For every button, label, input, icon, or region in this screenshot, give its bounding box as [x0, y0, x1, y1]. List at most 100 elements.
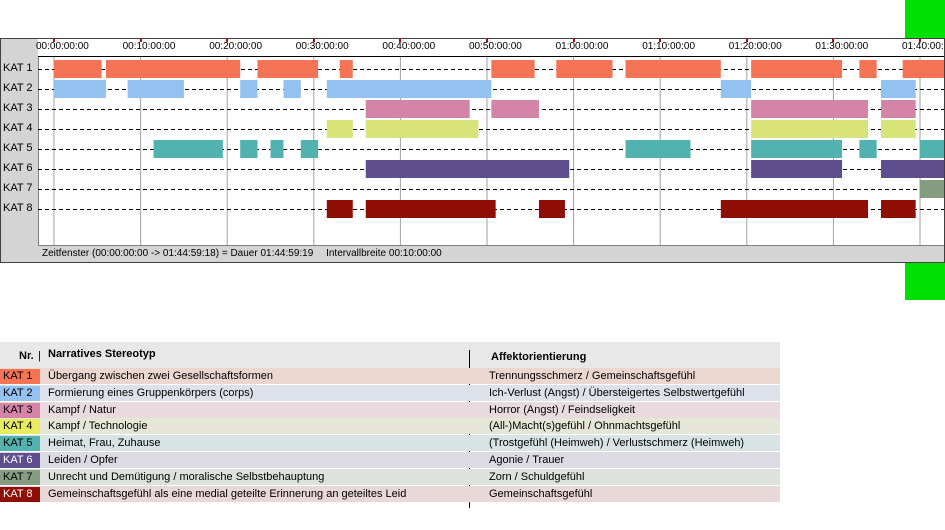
row-label: KAT 8: [3, 202, 33, 214]
segment-bar[interactable]: [881, 160, 944, 178]
header-nr: Nr.: [19, 350, 34, 362]
tick-marker: [832, 39, 835, 42]
segment-bar[interactable]: [326, 120, 353, 138]
tick-marker: [919, 39, 921, 42]
status-bar: Zeitfenster (00:00:00:00 -> 01:44:59:18)…: [38, 245, 944, 262]
tracks-canvas: [38, 57, 944, 245]
segment-bar[interactable]: [240, 80, 258, 98]
row-label: KAT 3: [3, 102, 33, 114]
segment-bar[interactable]: [257, 60, 319, 78]
segment-bar[interactable]: [365, 100, 470, 118]
segment-bar[interactable]: [881, 100, 916, 118]
tick-marker: [53, 39, 55, 42]
track-area[interactable]: [38, 57, 944, 245]
row-label: KAT 4: [3, 122, 33, 134]
segment-bar[interactable]: [720, 80, 752, 98]
tick-label: 01:00:00:00: [555, 41, 609, 52]
stereotype-text: Gemeinschaftsgefühl als eine medial gete…: [48, 487, 407, 500]
segment-bar[interactable]: [538, 200, 565, 218]
affect-text: Ich-Verlust (Angst) / Übersteigertes Sel…: [489, 386, 745, 399]
segment-bar[interactable]: [556, 60, 613, 78]
segment-bar[interactable]: [105, 60, 241, 78]
affect-text: Gemeinschaftsgefühl: [489, 487, 593, 500]
tick-label: 00:40:00:00: [382, 41, 436, 52]
tick-marker: [745, 39, 748, 42]
tick-marker: [572, 39, 575, 42]
tick-marker: [226, 39, 229, 42]
affect-text: (Trostgefühl (Heimweh) / Verlustschmerz …: [489, 437, 745, 450]
category-swatch: KAT 6: [0, 453, 40, 468]
segment-bar[interactable]: [920, 140, 944, 158]
segment-bar[interactable]: [751, 100, 869, 118]
segment-bar[interactable]: [54, 80, 106, 98]
segment-bar[interactable]: [902, 60, 944, 78]
category-swatch: KAT 1: [0, 369, 40, 384]
affect-text: Trennungsschmerz / Gemeinschaftsgefühl: [489, 370, 696, 382]
tick-label: 01:30:00:00: [815, 41, 869, 52]
header-affect: Affektorientierung: [491, 351, 587, 363]
category-swatch: KAT 5: [0, 436, 40, 452]
interval-width-text: Intervallbreite 00:10:00:00: [326, 248, 442, 259]
segment-bar[interactable]: [270, 140, 284, 158]
legend-row: KAT 1 Übergang zwischen zwei Gesellschaft…: [0, 368, 780, 384]
segment-bar[interactable]: [240, 140, 258, 158]
segment-bar[interactable]: [720, 200, 869, 218]
segment-bar[interactable]: [283, 80, 301, 98]
segment-bar[interactable]: [859, 140, 877, 158]
segment-bar[interactable]: [326, 200, 353, 218]
tick-marker: [312, 39, 315, 42]
segment-bar[interactable]: [491, 100, 539, 118]
segment-bar[interactable]: [625, 140, 691, 158]
row-label: KAT 2: [3, 82, 33, 94]
stereotype-text: Heimat, Frau, Zuhause: [48, 437, 161, 450]
segment-bar[interactable]: [751, 120, 869, 138]
segment-bar[interactable]: [751, 60, 843, 78]
segment-bar[interactable]: [365, 160, 570, 178]
segment-bar[interactable]: [751, 160, 843, 178]
segment-bar[interactable]: [751, 140, 843, 158]
row-label: KAT 5: [3, 142, 33, 154]
stereotype-text: Kampf / Natur: [48, 403, 116, 416]
category-swatch: KAT 8: [0, 486, 40, 502]
segment-bar[interactable]: [859, 60, 877, 78]
tick-marker: [486, 39, 488, 42]
tick-label: 01:10:00:00: [642, 41, 696, 52]
segment-bar[interactable]: [153, 140, 223, 158]
segment-bar[interactable]: [625, 60, 721, 78]
affect-text: Zorn / Schuldgefühl: [489, 470, 585, 483]
segment-bar[interactable]: [881, 80, 916, 98]
tick-label: 00:20:00:00: [209, 41, 263, 52]
legend-header: Nr. | Narratives Stereotyp Affektorienti…: [0, 342, 780, 368]
green-marker-bottom: [905, 263, 945, 300]
segment-bar[interactable]: [881, 200, 916, 218]
row-label: KAT 7: [3, 182, 33, 194]
affect-text: (All-)Macht(s)gefühl / Ohnmachtsgefühl: [489, 420, 681, 433]
segment-bar[interactable]: [54, 60, 102, 78]
segment-bar[interactable]: [339, 60, 353, 78]
segment-bar[interactable]: [881, 120, 916, 138]
legend-row: KAT 8 Gemeinschaftsgefühl als eine medial…: [0, 485, 780, 502]
time-window-text: Zeitfenster (00:00:00:00 -> 01:44:59:18)…: [42, 248, 314, 259]
segment-bar[interactable]: [300, 140, 319, 158]
segment-bar[interactable]: [365, 200, 496, 218]
header-stereotype: Narratives Stereotyp: [48, 348, 156, 360]
stereotype-text: Übergang zwischen zwei Gesellschaftsform…: [48, 370, 273, 382]
tick-label: 00:50:00:00: [469, 41, 522, 52]
green-marker-top: [905, 0, 945, 38]
tick-label: 01:40:00:: [902, 41, 944, 52]
segment-bar[interactable]: [326, 80, 492, 98]
tick-marker: [139, 39, 142, 42]
segment-bar[interactable]: [365, 120, 479, 138]
legend-row: KAT 5 Heimat, Frau, Zuhause (Trostgefühl (…: [0, 435, 780, 452]
segment-bar[interactable]: [127, 80, 184, 98]
segment-bar[interactable]: [491, 60, 535, 78]
category-swatch: KAT 4: [0, 419, 40, 435]
segment-bar[interactable]: [920, 180, 944, 198]
